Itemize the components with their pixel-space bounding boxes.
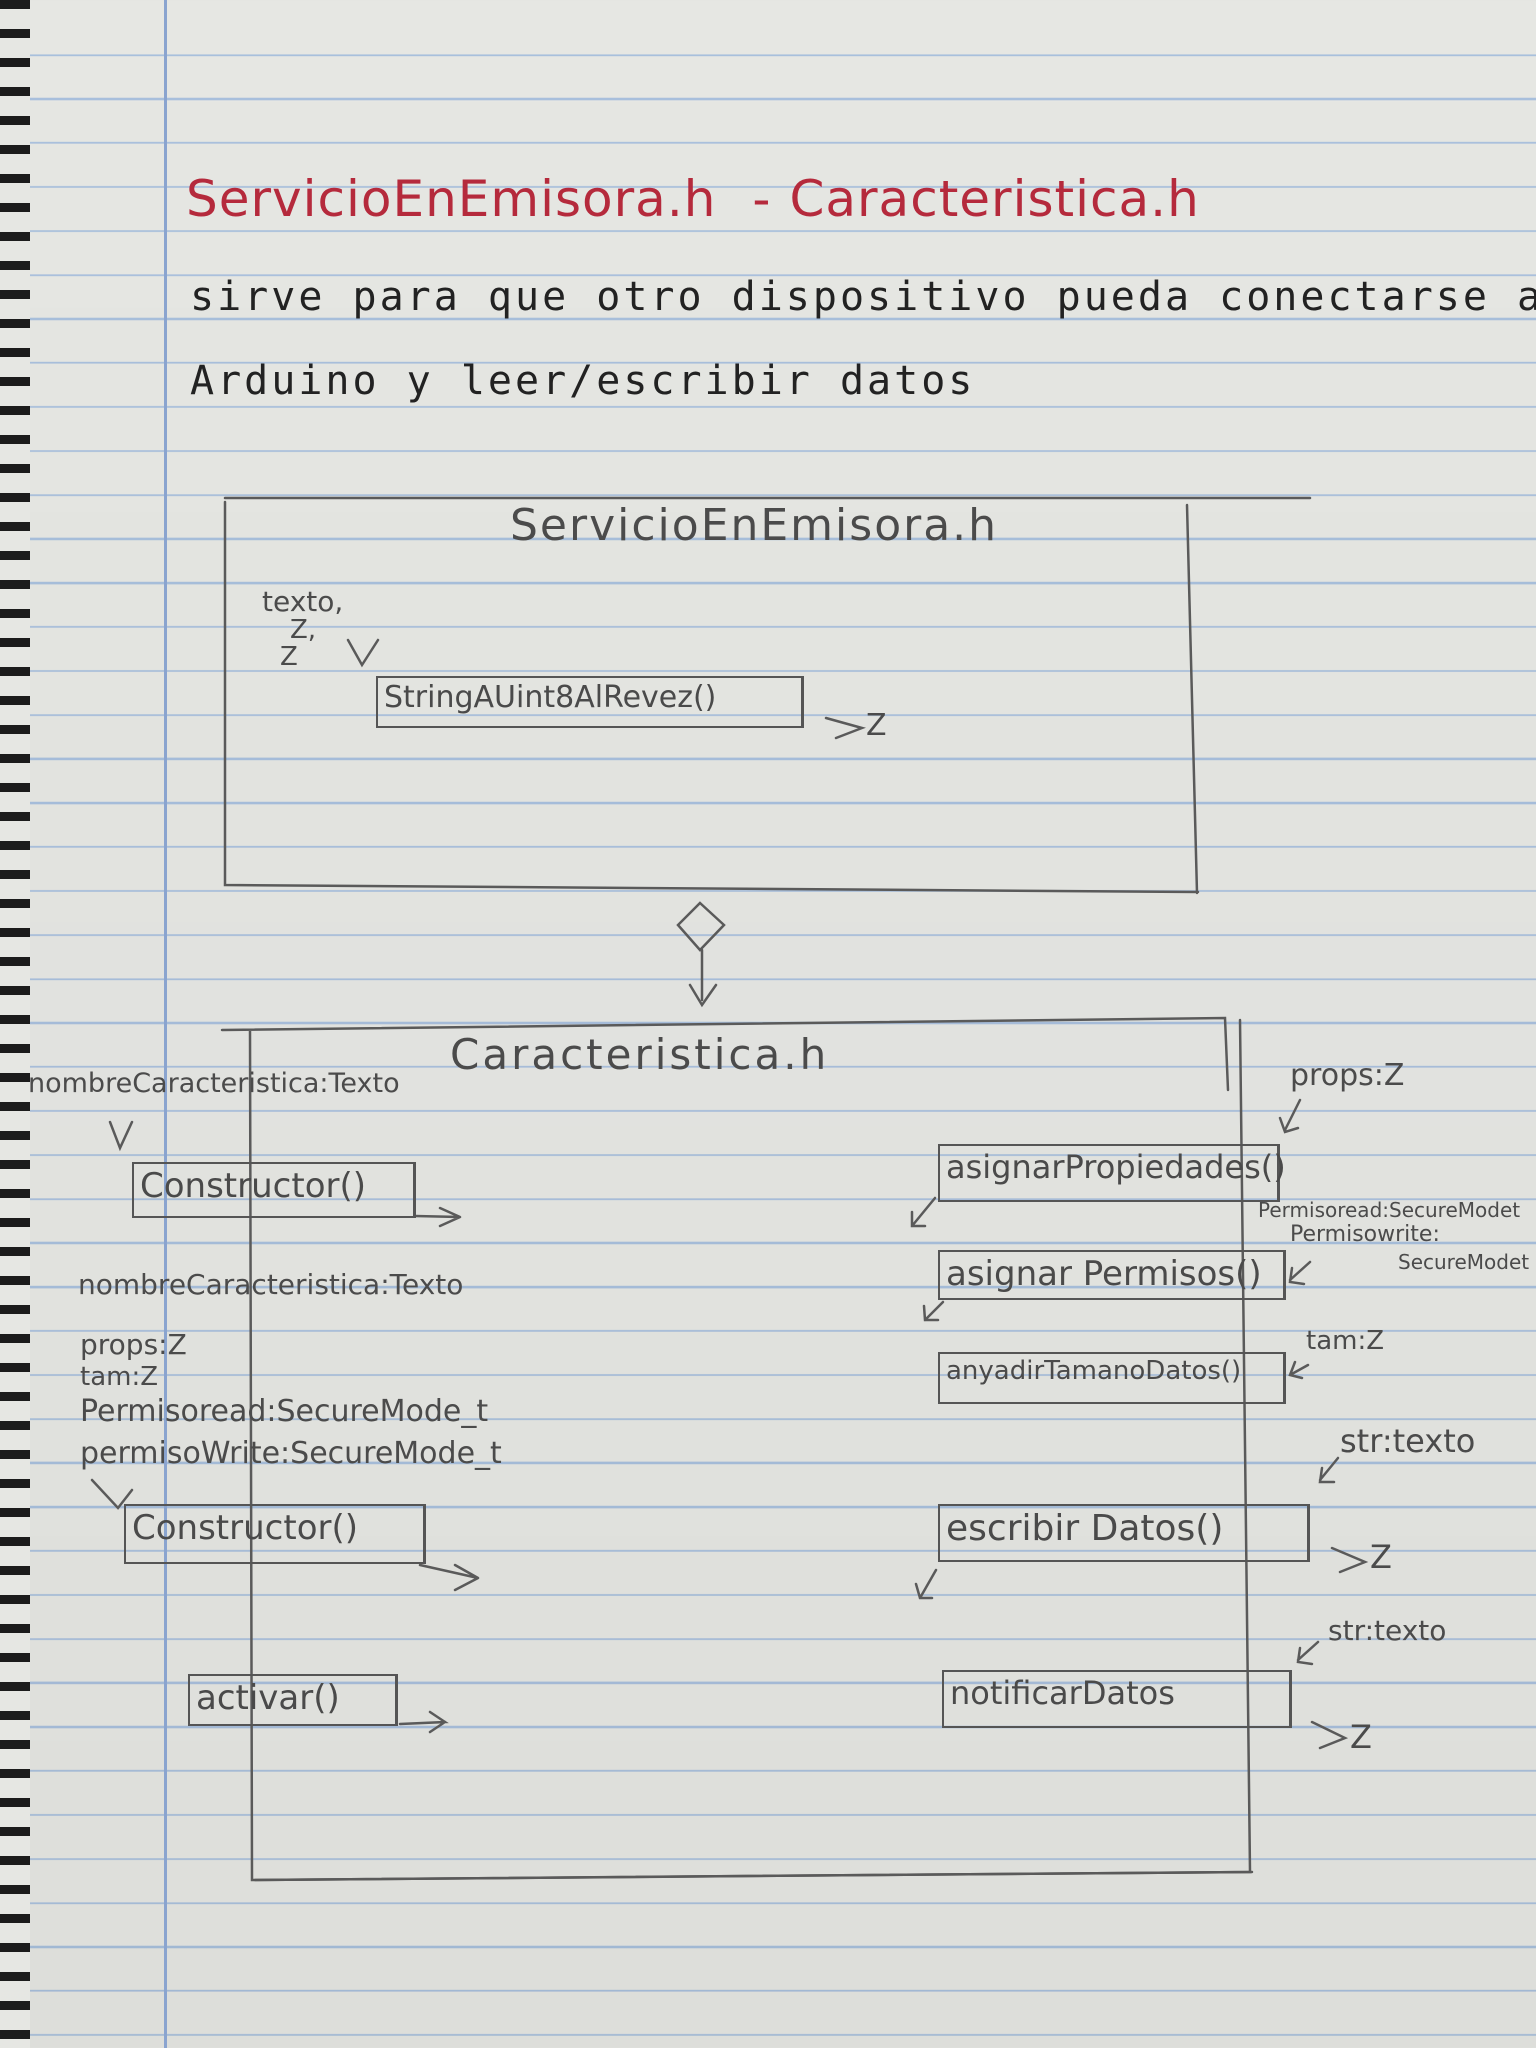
constructor2-param-4: Permisoread:SecureMode_t	[80, 1394, 489, 1429]
constructor2-param-5: permisoWrite:SecureMode_t	[80, 1436, 502, 1471]
asignarPermisos-method: asignar Permisos()	[938, 1250, 1286, 1300]
composition-line	[688, 948, 718, 1008]
escribirDatos-param: str:texto	[1340, 1422, 1476, 1460]
notificarDatos-method: notificarDatos	[942, 1670, 1292, 1728]
servicio-box-title: ServicioEnEmisora.h	[510, 500, 999, 551]
activar-return-arrow	[398, 1710, 449, 1734]
asignarPermisos-param-arrow	[1288, 1260, 1312, 1286]
notificarDatos-param: str:texto	[1328, 1614, 1447, 1647]
asignarPermisos-param-3: SecureModet	[1398, 1250, 1530, 1274]
servicio-return-arrow	[824, 716, 866, 740]
heading-file2: Caracteristica.h	[789, 170, 1200, 228]
description-line-2: Arduino y leer/escribir datos	[190, 358, 976, 404]
notificarDatos-result-arrow	[1310, 1720, 1349, 1750]
asignarPropiedades-return-arrow	[910, 1196, 937, 1228]
asignarPropiedades-method: asignarPropiedades()	[938, 1144, 1286, 1202]
page-title: ServicioEnEmisora.h-Caracteristica.h	[186, 170, 1200, 228]
escribirDatos-method: escribir Datos()	[938, 1504, 1310, 1562]
notebook-margin-line	[164, 0, 167, 2048]
composition-diamond	[676, 901, 726, 952]
anyadirTamanoDatos-param-arrow	[1288, 1360, 1310, 1380]
escribirDatos-return-type: Z	[1370, 1538, 1392, 1576]
asignarPermisos-param-2: Permisowrite:	[1290, 1222, 1440, 1247]
asignarPropiedades-param: props:Z	[1290, 1058, 1405, 1093]
servicio-box-outline	[223, 496, 1312, 895]
caracteristica-box-title: Caracteristica.h	[450, 1030, 830, 1079]
description-line-1: sirve para que otro dispositivo pueda co…	[190, 274, 1536, 320]
anyadirTamanoDatos-param: tam:Z	[1306, 1326, 1385, 1356]
constructor2-param-arrow	[90, 1478, 134, 1510]
constructor1-method: Constructor()	[132, 1162, 416, 1218]
anyadirTamanoDatos-method: anyadirTamanoDatos()	[938, 1352, 1286, 1404]
servicio-param-2: Z,	[290, 615, 317, 645]
escribirDatos-result-arrow	[1330, 1546, 1369, 1574]
notificarDatos-return-type: Z	[1350, 1718, 1372, 1756]
constructor2-param-2: props:Z	[80, 1328, 187, 1361]
servicio-param-1: texto,	[262, 585, 344, 618]
servicio-param-arrow	[346, 638, 380, 668]
constructor1-return-arrow	[413, 1206, 462, 1228]
constructor2-method: Constructor()	[124, 1504, 426, 1564]
notebook-spiral	[0, 0, 30, 2048]
servicio-param-3: Z	[280, 642, 298, 672]
escribirDatos-return-arrow	[914, 1568, 938, 1600]
constructor2-return-arrow	[418, 1563, 480, 1592]
escribirDatos-param-arrow	[1318, 1456, 1340, 1484]
heading-dash: -	[752, 170, 772, 228]
constructor1-param: nombreCaracteristica:Texto	[28, 1068, 400, 1099]
constructor1-param-arrow	[108, 1120, 134, 1152]
notificarDatos-param-arrow	[1296, 1640, 1320, 1666]
asignarPropiedades-param-arrow	[1278, 1098, 1302, 1134]
heading-file1: ServicioEnEmisora.h	[186, 170, 717, 228]
stringauint8alrevez-method: StringAUint8AlRevez()	[376, 676, 804, 728]
constructor2-param-3: tam:Z	[80, 1362, 159, 1392]
activar-method: activar()	[188, 1674, 398, 1726]
caracteristica-box-bottom	[253, 1870, 1254, 1882]
asignarPermisos-param-1: Permisoread:SecureModet	[1258, 1198, 1521, 1222]
constructor2-param-1: nombreCaracteristica:Texto	[78, 1268, 464, 1301]
servicio-return-type: Z	[866, 708, 887, 743]
asignarPermisos-return-arrow	[922, 1300, 945, 1322]
